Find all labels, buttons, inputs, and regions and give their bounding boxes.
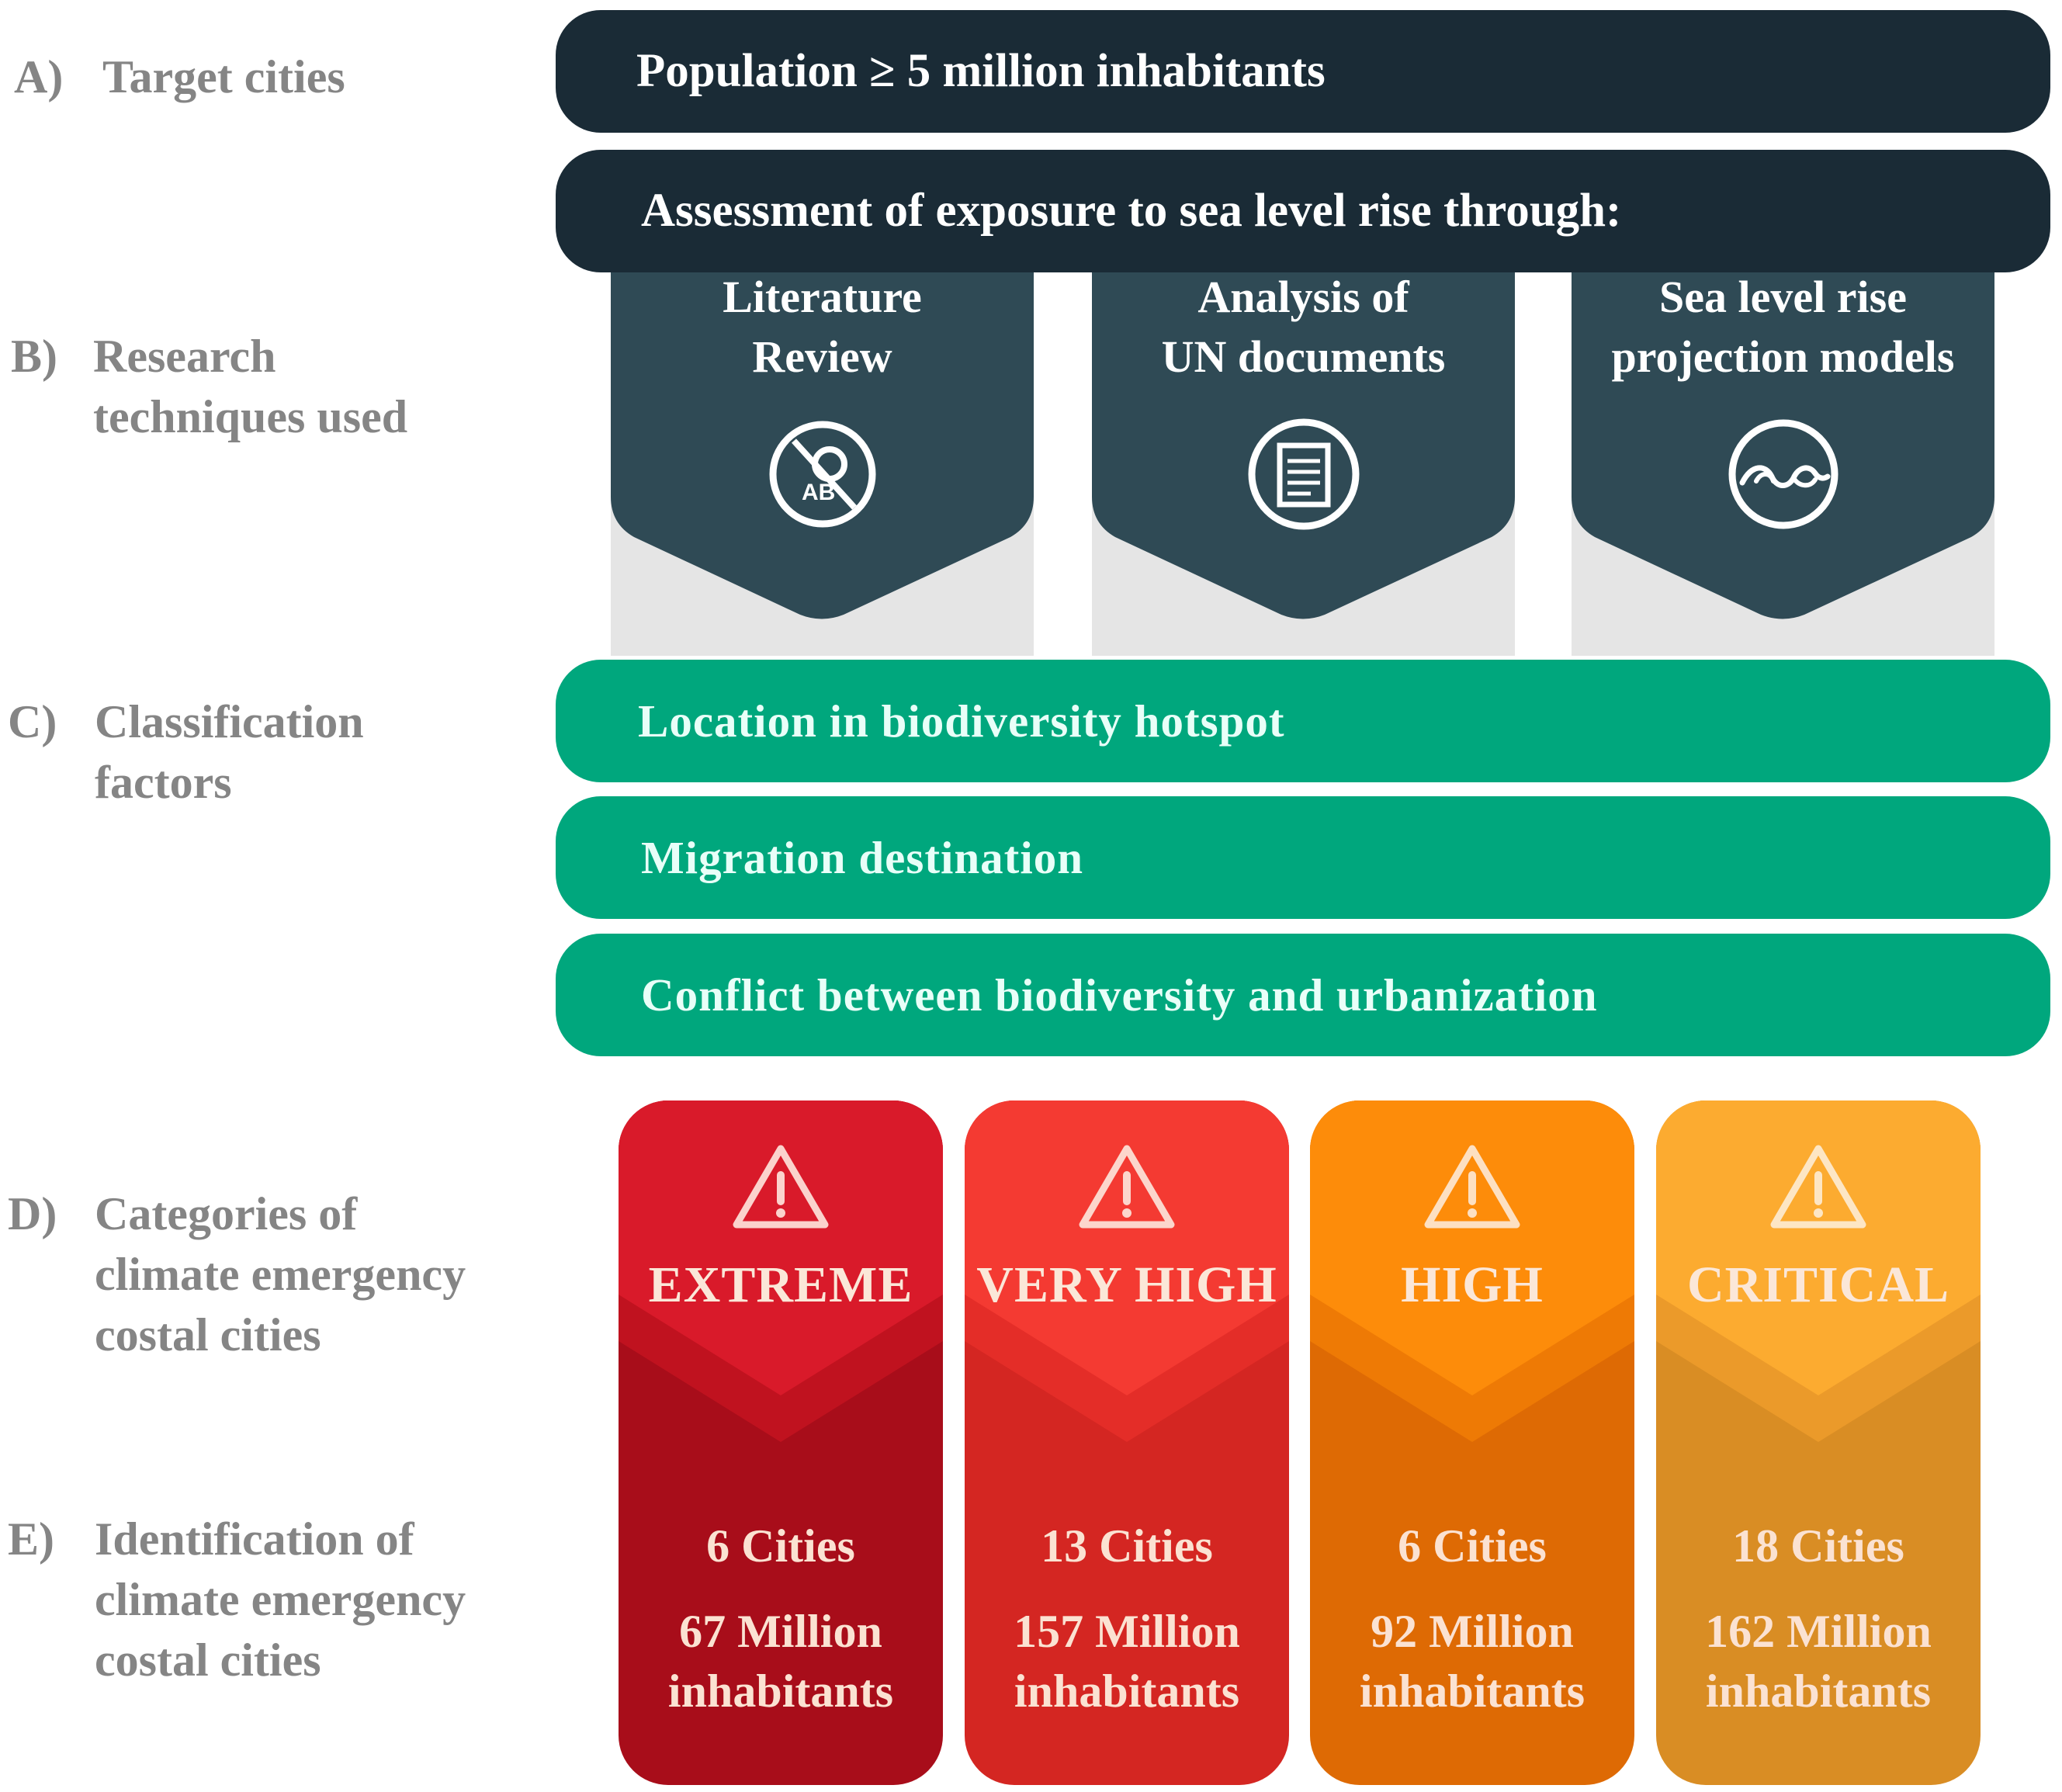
label-categories: D) Categories of climate emergency costa… xyxy=(8,1184,535,1370)
literature-search-icon: AB xyxy=(764,416,881,536)
target-criterion: Population ≥ 5 million inhabitants xyxy=(636,45,1326,97)
label-letter: B) xyxy=(11,331,57,382)
label-text: Identification of climate emergency cost… xyxy=(95,1513,466,1686)
city-count: 6 Cities xyxy=(706,1520,855,1572)
category-name: CRITICAL xyxy=(1686,1256,1950,1313)
technique-shape xyxy=(1092,233,1515,619)
technique-projection-models: Sea level rise projection models xyxy=(1572,233,1994,621)
factor-text: Migration destination xyxy=(641,831,1084,883)
city-count: 18 Cities xyxy=(1732,1520,1904,1572)
label-text: Categories of climate emergency costal c… xyxy=(95,1188,466,1360)
factor-text: Conflict between biodiversity and urbani… xyxy=(641,969,1598,1021)
wave-icon xyxy=(1725,416,1842,536)
label-text: Research techniques used xyxy=(93,331,408,442)
label-letter: C) xyxy=(8,696,57,747)
population-total: 162 Million inhabitants xyxy=(1705,1606,1932,1717)
city-count: 6 Cities xyxy=(1398,1520,1547,1572)
label-classification-factors: C) Classification factors xyxy=(8,691,520,816)
warning-icon xyxy=(730,1141,831,1238)
category-card-very-high: VERY HIGH 13 Cities 157 Million inhabita… xyxy=(965,1101,1289,1785)
label-research-techniques: B) Research techniques used xyxy=(11,326,523,450)
technique-un-documents: Analysis of UN documents xyxy=(1092,233,1515,621)
category-card-extreme: EXTREME 6 Cities 67 Million inhabitants xyxy=(619,1101,943,1785)
population-total: 67 Million inhabitants xyxy=(667,1606,894,1717)
factor-biodiversity-hotspot: Location in biodiversity hotspot xyxy=(556,660,2050,782)
warning-icon xyxy=(1076,1141,1177,1238)
label-target-cities: A) Target cities xyxy=(14,47,526,109)
label-text: Target cities xyxy=(102,51,345,102)
svg-text:AB: AB xyxy=(802,480,835,505)
population-total: 157 Million inhabitants xyxy=(1014,1606,1240,1717)
label-text: Classification factors xyxy=(95,696,364,808)
category-name: EXTREME xyxy=(648,1256,913,1313)
label-letter: A) xyxy=(14,51,64,102)
label-letter: E) xyxy=(8,1513,54,1565)
technique-title: Literature Review xyxy=(723,272,922,382)
technique-title: Sea level rise projection models xyxy=(1611,272,1955,382)
technique-title: Analysis of UN documents xyxy=(1161,272,1446,382)
document-icon xyxy=(1246,416,1362,536)
technique-literature-review: Literature Review AB xyxy=(611,233,1034,621)
assessment-bar: Assessment of exposure to sea level rise… xyxy=(556,150,2050,272)
population-total: 92 Million inhabitants xyxy=(1359,1606,1585,1717)
factor-text: Location in biodiversity hotspot xyxy=(638,695,1285,747)
factor-migration-destination: Migration destination xyxy=(556,796,2050,919)
label-identification: E) Identification of climate emergency c… xyxy=(8,1509,535,1695)
target-cities-bar: Population ≥ 5 million inhabitants xyxy=(556,10,2050,133)
category-card-critical: CRITICAL 18 Cities 162 Million inhabitan… xyxy=(1656,1101,1981,1785)
category-name: HIGH xyxy=(1401,1256,1544,1313)
factor-biodiversity-urbanization-conflict: Conflict between biodiversity and urbani… xyxy=(556,934,2050,1056)
category-name: VERY HIGH xyxy=(976,1256,1277,1313)
warning-icon xyxy=(1422,1141,1523,1238)
city-count: 13 Cities xyxy=(1041,1520,1213,1572)
warning-icon xyxy=(1768,1141,1869,1238)
assessment-text: Assessment of exposure to sea level rise… xyxy=(641,185,1622,237)
category-card-high: HIGH 6 Cities 92 Million inhabitants xyxy=(1310,1101,1634,1785)
label-letter: D) xyxy=(8,1188,57,1239)
